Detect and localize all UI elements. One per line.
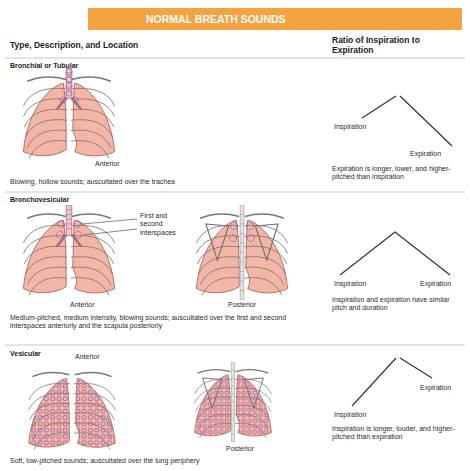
section-heading: Vesicular xyxy=(10,350,41,358)
callout-label: First and second interspaces xyxy=(140,212,182,237)
ratio-note: Expiration is longer, lower, and higher-… xyxy=(332,165,462,182)
leader-line xyxy=(82,219,137,235)
description: Soft, low-pitched sounds; auscultated ov… xyxy=(10,457,320,465)
view-label: Posterior xyxy=(226,445,254,453)
auscultation-sites xyxy=(60,69,78,103)
posterior-lungs xyxy=(195,362,272,442)
graph-label: Expiration xyxy=(420,280,451,288)
column-header: Ratio of Inspiration to Expiration xyxy=(332,35,432,55)
view-label: Anterior xyxy=(95,160,120,168)
graph-label: Expiration xyxy=(420,384,451,392)
view-label: Anterior xyxy=(70,301,95,309)
anterior-lungs xyxy=(23,68,114,158)
view-label: Posterior xyxy=(228,301,256,309)
description: Blowing, hollow sounds; auscultated over… xyxy=(10,178,320,186)
posterior-lungs xyxy=(196,205,287,300)
ratio-note: Inspiration and expiration have similar … xyxy=(332,296,462,313)
title: NORMAL BREATH SOUNDS xyxy=(88,8,462,30)
ratio-note: Inspiration is longer, louder, and highe… xyxy=(332,425,462,442)
graph-label: Inspiration xyxy=(334,411,366,419)
section-rules xyxy=(5,58,465,345)
ratio-graph xyxy=(352,358,432,406)
ratio-graph xyxy=(340,232,450,275)
view-label: Anterior xyxy=(75,353,100,361)
graph-label: Inspiration xyxy=(334,123,366,131)
section-heading: Bronchovesicular xyxy=(10,196,69,204)
description: Medium-pitched, medium intensity, blowin… xyxy=(10,314,310,331)
title-band: NORMAL BREATH SOUNDS xyxy=(88,8,462,30)
column-header: Type, Description, and Location xyxy=(10,40,138,50)
ratio-graph xyxy=(362,96,452,146)
graph-label: Expiration xyxy=(410,150,441,158)
graph-label: Inspiration xyxy=(334,280,366,288)
anterior-lungs xyxy=(23,205,114,295)
anterior-lungs xyxy=(29,372,115,449)
section-heading: Bronchial or Tubular xyxy=(10,62,78,70)
